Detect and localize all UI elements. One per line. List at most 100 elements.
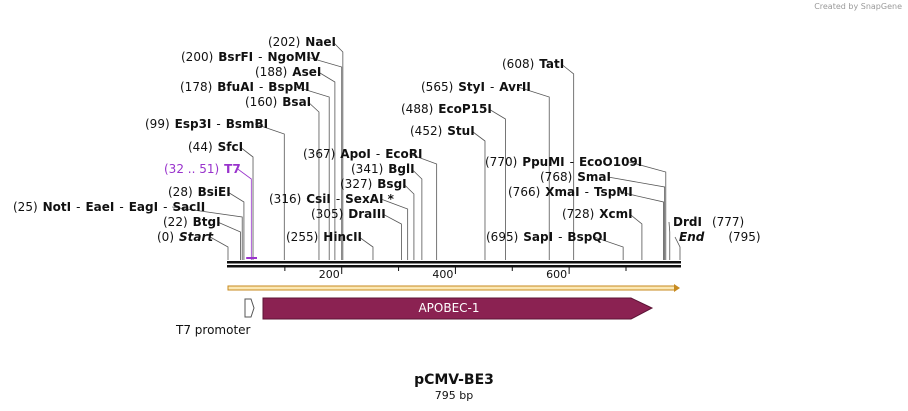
leader-line-14 <box>403 183 415 260</box>
enzyme-name: EcoRI <box>385 147 422 161</box>
leader-line-27 <box>668 221 671 260</box>
site-label-22[interactable]: (770)PpuMI-EcoO109I <box>485 155 642 169</box>
leader-line-12 <box>409 153 438 260</box>
site-label-16[interactable]: (305) DraIII <box>311 207 386 221</box>
t7-promoter-label: T7 promoter <box>175 323 251 337</box>
leader-line-16 <box>382 213 402 260</box>
site-label-20[interactable]: (452)StuI <box>410 124 475 138</box>
leader-line-13 <box>411 168 423 260</box>
enzyme-name: DraIII <box>348 207 385 221</box>
leader-line-9 <box>172 206 243 260</box>
site-label-5[interactable]: (99)Esp3I-BsmBI <box>145 117 268 131</box>
site-label-2[interactable]: (188)AseI <box>255 65 321 79</box>
enzyme-name: BsiEI <box>198 185 231 199</box>
leader-line-21 <box>560 63 575 260</box>
leader-line-19 <box>488 108 506 260</box>
leader-line-5 <box>255 123 285 260</box>
orf-bar <box>227 284 680 292</box>
site-label-19[interactable]: (488)EcoP15I <box>401 102 492 116</box>
enzyme-name: BspMI <box>268 80 309 94</box>
enzyme-name: T7 <box>224 162 241 176</box>
enzyme-name: TatI <box>539 57 564 71</box>
site-labels: (202)NaeI(200)BsrFI-NgoMIV(188)AseI(178)… <box>13 35 761 244</box>
site-label-12[interactable]: (367)ApoI-EcoRI <box>303 147 422 161</box>
site-label-3[interactable]: (178)BfuAI-BspMI <box>180 80 310 94</box>
enzyme-name: SfcI <box>218 140 243 154</box>
leader-line-23 <box>607 176 666 260</box>
site-position: (768) <box>540 170 572 184</box>
site-position: (202) <box>268 35 300 49</box>
enzyme-name: HincII <box>323 230 362 244</box>
apobec1-label: APOBEC-1 <box>418 301 479 315</box>
backbone-line-bottom <box>227 265 681 268</box>
site-label-7[interactable]: (32 .. 51) T7 <box>164 162 241 176</box>
enzyme-name: SapI <box>523 230 553 244</box>
site-label-14[interactable]: (327)BsgI <box>340 177 407 191</box>
enzyme-name: BsrFI <box>218 50 253 64</box>
site-label-13[interactable]: (341)BglI <box>351 162 415 176</box>
site-label-11[interactable]: (0)Start <box>157 230 214 244</box>
leader-line-20 <box>471 130 486 260</box>
site-position: (608) <box>502 57 534 71</box>
leader-line-8 <box>227 191 245 260</box>
site-position: (728) <box>562 207 594 221</box>
t7-site-marker <box>246 257 257 259</box>
enzyme-name: EagI <box>129 200 158 214</box>
leader-line-3 <box>296 86 330 260</box>
enzyme-name: BglI <box>388 162 414 176</box>
enzyme-name: DrdI <box>673 215 702 229</box>
site-position: (795) <box>728 230 760 244</box>
enzyme-name: XcmI <box>599 207 632 221</box>
site-label-17[interactable]: (255) HincII <box>286 230 362 244</box>
site-label-24[interactable]: (766)XmaI-TspMI <box>508 185 633 199</box>
site-label-28[interactable]: End (795) <box>679 230 761 244</box>
enzyme-name: NaeI <box>305 35 336 49</box>
site-position: (316) <box>269 192 301 206</box>
site-label-25[interactable]: (728) XcmI <box>562 207 633 221</box>
apobec1-feature[interactable]: APOBEC-1 <box>262 297 654 320</box>
site-position: (488) <box>401 102 433 116</box>
site-label-27[interactable]: DrdI(777) <box>673 215 744 229</box>
site-position: (766) <box>508 185 540 199</box>
enzyme-name: TspMI <box>594 185 633 199</box>
site-position: (178) <box>180 80 212 94</box>
site-position: (565) <box>421 80 453 94</box>
site-position: (255) <box>286 230 318 244</box>
site-position: (99) <box>145 117 170 131</box>
site-label-0[interactable]: (202) NaeI <box>268 35 336 49</box>
enzyme-name: SexAI * <box>345 192 394 206</box>
site-label-8[interactable]: (28)BsiEI <box>168 185 231 199</box>
enzyme-name: NgoMIV <box>268 50 321 64</box>
site-label-18[interactable]: (565)StyI-AvrII <box>421 80 531 94</box>
enzyme-name: StyI <box>458 80 485 94</box>
orf-bar-arrowhead <box>674 284 680 292</box>
site-label-15[interactable]: (316)CsiI-SexAI * <box>269 192 395 206</box>
site-position: (695) <box>486 230 518 244</box>
leader-line-6 <box>239 146 254 260</box>
site-position: (32 .. 51) <box>164 162 219 176</box>
enzyme-name: EcoO109I <box>579 155 642 169</box>
site-position: (367) <box>303 147 335 161</box>
site-position: (305) <box>311 207 343 221</box>
site-label-26[interactable]: (695)SapI-BspQI <box>486 230 607 244</box>
enzyme-name: Esp3I <box>175 117 212 131</box>
enzyme-name: SacII <box>172 200 205 214</box>
site-label-10[interactable]: (22)BtgI <box>163 215 221 229</box>
site-label-1[interactable]: (200)BsrFI-NgoMIV <box>181 50 321 64</box>
t7-promoter-feature[interactable]: T7 promoter <box>175 298 255 337</box>
site-label-23[interactable]: (768)SmaI <box>540 170 611 184</box>
enzyme-name: CsiI <box>306 192 331 206</box>
site-position: (25) <box>13 200 38 214</box>
site-label-6[interactable]: (44)SfcI <box>188 140 243 154</box>
site-label-9[interactable]: (25)NotI-EaeI-EagI-SacII <box>13 200 205 214</box>
leader-line-17 <box>358 236 374 260</box>
enzyme-name: BspQI <box>567 230 607 244</box>
enzyme-name: BsgI <box>377 177 406 191</box>
enzyme-name: NotI <box>43 200 72 214</box>
site-label-4[interactable]: (160)BsaI <box>245 95 311 109</box>
backbone <box>227 261 681 268</box>
site-label-21[interactable]: (608) TatI <box>502 57 564 71</box>
enzyme-name: End <box>679 230 705 244</box>
